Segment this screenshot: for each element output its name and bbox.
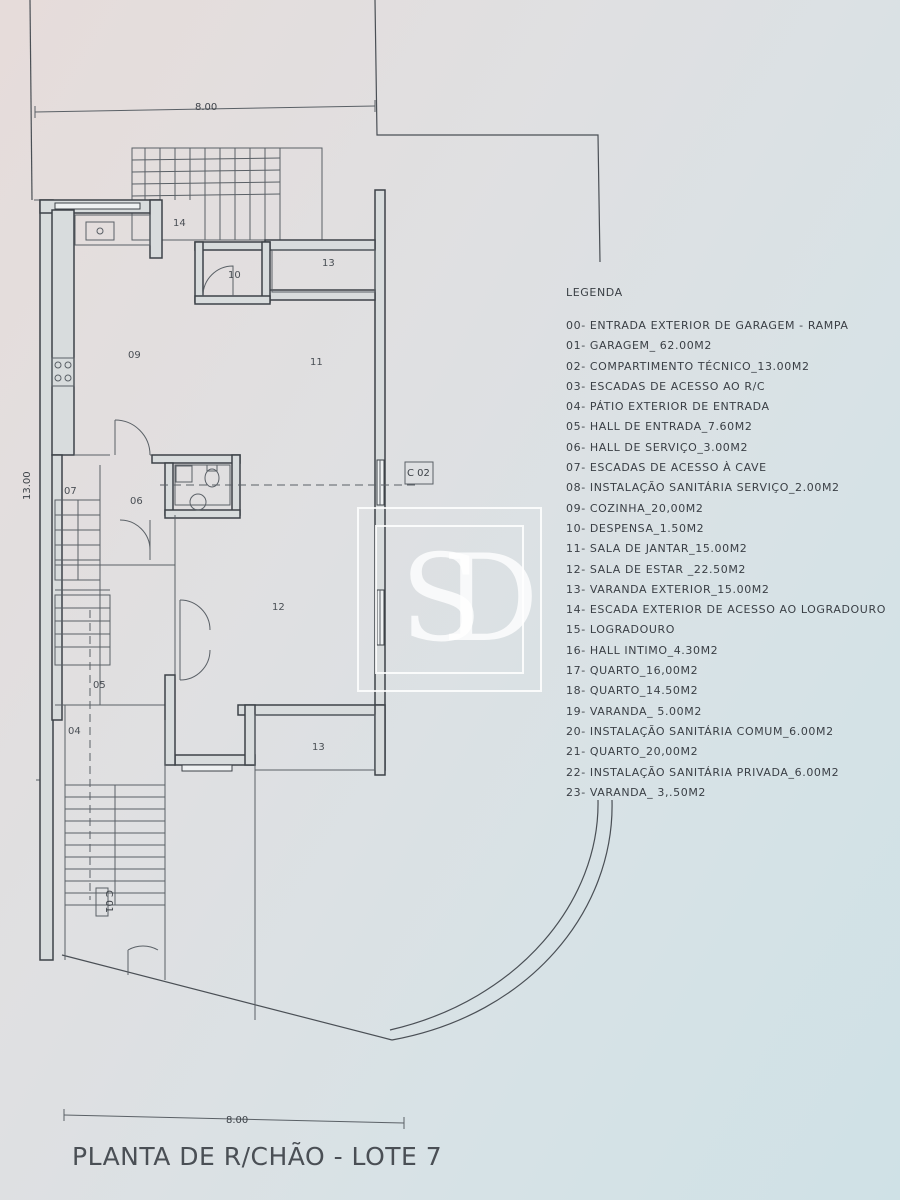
legend-item: 04- PÁTIO EXTERIOR DE ENTRADA [566, 400, 770, 414]
legend-item: 19- VARANDA_ 5.00M2 [566, 704, 702, 718]
legend-title: LEGENDA [566, 286, 623, 299]
legend-item: 17- QUARTO_16,00M2 [566, 664, 699, 678]
legend-item: 21- QUARTO_20,00M2 [566, 745, 699, 759]
legend-item: 13- VARANDA EXTERIOR_15.00M2 [566, 582, 770, 596]
room-label-13-bottom: 13 [312, 742, 325, 753]
bottom-dimension-label: 8.00 [226, 1115, 248, 1126]
legend-item: 18- QUARTO_14.50M2 [566, 684, 699, 698]
legend-list: 00- ENTRADA EXTERIOR DE GARAGEM - RAMPA 0… [566, 316, 886, 803]
section-mark-c02: C 02 [407, 468, 430, 479]
room-label-05: 05 [93, 680, 106, 691]
kitchen-fixtures [51, 214, 151, 387]
section-lines [89, 461, 434, 917]
legend-item: 15- LOGRADOURO [566, 623, 675, 637]
watermark-letters: SD [400, 530, 538, 669]
legend-item: 06- HALL DE SERVIÇO_3.00M2 [566, 440, 749, 454]
pantry-10 [194, 241, 271, 305]
legend-item: 11- SALA DE JANTAR_15.00M2 [566, 542, 748, 556]
room-label-10: 10 [228, 270, 241, 281]
plan-title: PLANTA DE R/CHÃO - LOTE 7 [72, 1142, 443, 1171]
legend-item: 20- INSTALAÇÃO SANITÁRIA COMUM_6.00M2 [566, 724, 834, 738]
balcony-13 [254, 249, 376, 1020]
legend-item: 16- HALL INTIMO_4.30M2 [566, 643, 719, 657]
section-mark-c01: C 01 [103, 890, 114, 913]
room-label-11: 11 [310, 357, 323, 368]
legend-item: 02- COMPARTIMENTO TÉCNICO_13.00M2 [566, 359, 810, 373]
legend-item: 08- INSTALAÇÃO SANITÁRIA SERVIÇO_2.00M2 [566, 481, 840, 495]
legend-item: 22- INSTALAÇÃO SANITÁRIA PRIVADA_6.00M2 [566, 765, 840, 779]
entrance-stair-03 [64, 705, 166, 980]
legend: LEGENDA 00- ENTRADA EXTERIOR DE GARAGEM … [566, 286, 886, 803]
legend-item: 14- ESCADA EXTERIOR DE ACESSO AO LOGRADO… [566, 603, 886, 617]
room-label-04: 04 [68, 726, 81, 737]
legend-item: 03- ESCADAS DE ACESSO AO R/C [566, 379, 766, 393]
watermark-logo: SD [357, 507, 542, 692]
interior-stair-07 [54, 499, 111, 666]
interior-partitions [55, 419, 241, 766]
top-dimension-label: 8.00 [195, 102, 217, 113]
exterior-stair-14 [131, 147, 323, 241]
room-label-14: 14 [173, 218, 186, 229]
legend-item: 23- VARANDA_ 3,.50M2 [566, 785, 707, 799]
windows [54, 202, 385, 772]
wc-fixtures [174, 464, 231, 511]
legend-item: 07- ESCADAS DE ACESSO À CAVE [566, 461, 767, 475]
legend-item: 00- ENTRADA EXTERIOR DE GARAGEM - RAMPA [566, 319, 849, 332]
room-label-09: 09 [128, 350, 141, 361]
site-boundary [29, 0, 613, 1041]
side-dimension-label: 13.00 [22, 471, 33, 500]
legend-item: 10- DESPENSA_1.50M2 [566, 521, 705, 535]
room-label-13-top: 13 [322, 258, 335, 269]
room-label-07: 07 [64, 486, 77, 497]
room-label-12: 12 [272, 602, 285, 613]
legend-item: 12- SALA DE ESTAR _22.50M2 [566, 562, 747, 576]
room-label-06: 06 [130, 496, 143, 507]
legend-item: 05- HALL DE ENTRADA_7.60M2 [566, 420, 753, 434]
legend-item: 09- COZINHA_20,00M2 [566, 501, 704, 515]
watermark-inner-frame [375, 525, 524, 674]
legend-item: 01- GARAGEM_ 62.00M2 [566, 339, 712, 353]
